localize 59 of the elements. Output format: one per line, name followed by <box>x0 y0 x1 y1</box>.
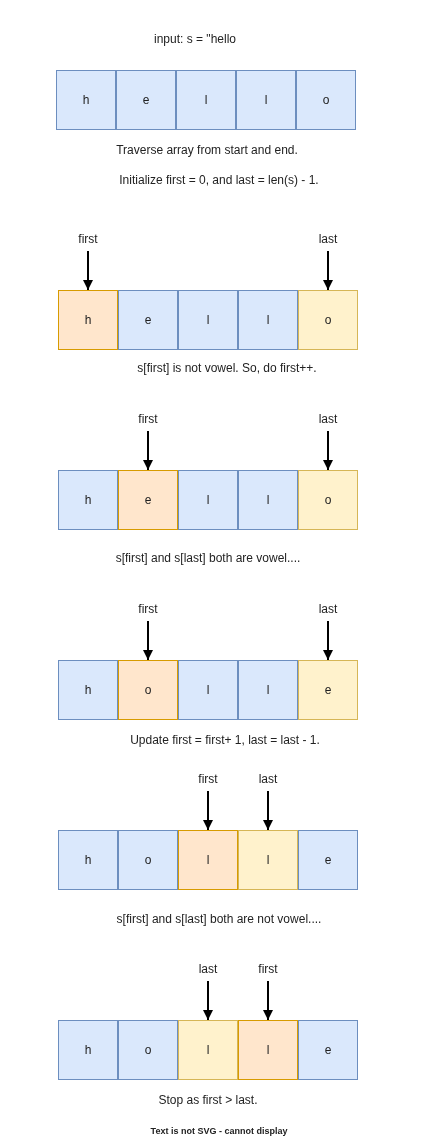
array-cell: l <box>176 70 236 130</box>
caption: s[first] and s[last] both are not vowel.... <box>116 912 322 926</box>
array-cell: l <box>238 470 298 530</box>
array-cell: h <box>56 70 116 130</box>
array-cell: l <box>178 470 238 530</box>
arrow <box>83 250 93 291</box>
caption: s[first] and s[last] both are vowel.... <box>115 551 301 565</box>
array-cell: o <box>118 830 178 890</box>
arrow <box>323 620 333 661</box>
array-cell: l <box>178 1020 238 1080</box>
arrow <box>323 430 333 471</box>
arrow <box>263 980 273 1021</box>
array-cell: l <box>238 660 298 720</box>
array-cell: h <box>58 830 118 890</box>
pointer-label: first <box>128 412 168 427</box>
array-cell: l <box>238 830 298 890</box>
array-cell: l <box>178 830 238 890</box>
pointer-label: last <box>308 602 348 617</box>
array-cell: h <box>58 290 118 350</box>
caption: s[first] is not vowel. So, do first++. <box>137 361 317 375</box>
note: Text is not SVG - cannot display <box>150 1126 288 1136</box>
pointer-label: last <box>308 232 348 247</box>
caption: Update first = first+ 1, last = last - 1. <box>130 733 320 747</box>
array-cell: l <box>178 290 238 350</box>
array-cell: h <box>58 470 118 530</box>
pointer-label: last <box>188 962 228 977</box>
caption: Stop as first > last. <box>158 1093 258 1107</box>
pointer-label: first <box>248 962 288 977</box>
array-cell: e <box>118 290 178 350</box>
array-cell: o <box>298 470 358 530</box>
arrow <box>203 790 213 831</box>
array-cell: o <box>118 660 178 720</box>
array-cell: e <box>298 830 358 890</box>
array-cell: l <box>236 70 296 130</box>
pointer-label: first <box>68 232 108 247</box>
array-cell: e <box>298 660 358 720</box>
array-cell: l <box>238 290 298 350</box>
array-cell: e <box>116 70 176 130</box>
array-cell: o <box>118 1020 178 1080</box>
arrow <box>143 430 153 471</box>
array-cell: h <box>58 660 118 720</box>
pointer-label: last <box>308 412 348 427</box>
arrow <box>143 620 153 661</box>
array-cell: o <box>296 70 356 130</box>
pointer-label: last <box>248 772 288 787</box>
array-cell: o <box>298 290 358 350</box>
array-cell: h <box>58 1020 118 1080</box>
pointer-label: first <box>188 772 228 787</box>
array-cell: e <box>298 1020 358 1080</box>
arrow <box>323 250 333 291</box>
pointer-label: first <box>128 602 168 617</box>
caption: Traverse array from start and end. <box>116 143 298 157</box>
array-cell: e <box>118 470 178 530</box>
arrow <box>203 980 213 1021</box>
array-cell: l <box>238 1020 298 1080</box>
arrow <box>263 790 273 831</box>
array-cell: l <box>178 660 238 720</box>
input-text: input: s = "hello <box>154 32 236 46</box>
caption: Initialize first = 0, and last = len(s) - 1. <box>119 173 319 187</box>
